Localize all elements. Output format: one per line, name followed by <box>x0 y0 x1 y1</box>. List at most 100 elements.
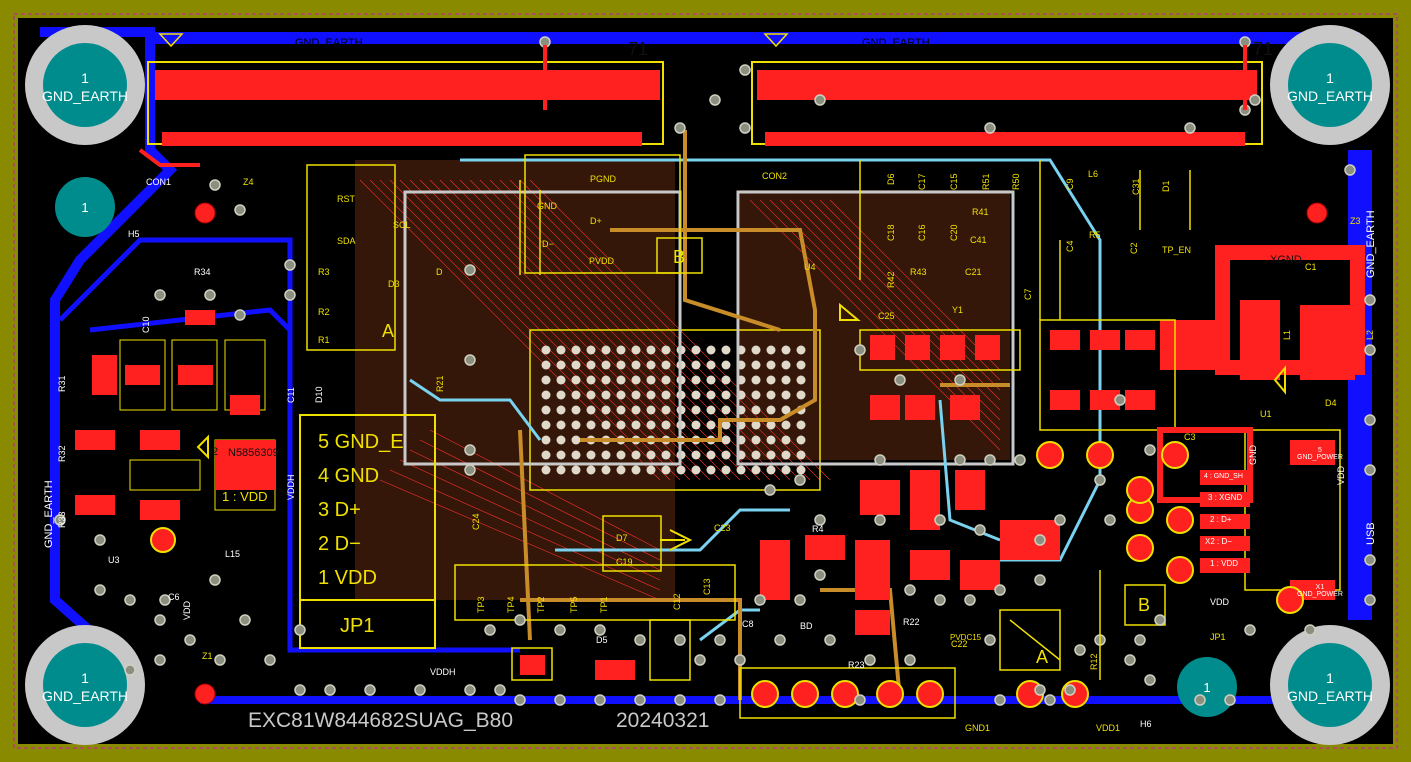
test-point-pad[interactable] <box>916 680 944 708</box>
jp1-pin-1: 1 VDD <box>318 567 377 589</box>
via <box>514 614 526 626</box>
bga-ball <box>736 465 746 475</box>
label-r22: R22 <box>903 617 920 627</box>
label-l1: L1 <box>1282 329 1292 340</box>
label-d10: D10 <box>314 386 324 403</box>
bga-ball <box>601 420 611 430</box>
label-usb-vdd-vertical: VDD <box>1336 465 1346 485</box>
via <box>1034 574 1046 586</box>
connector-con2[interactable] <box>751 61 1263 146</box>
label-c2: C2 <box>1129 242 1139 254</box>
con1-pin-label: 71 <box>628 39 649 59</box>
via <box>754 594 766 606</box>
label-r2: R2 <box>318 307 330 317</box>
test-point-pad[interactable] <box>1161 441 1189 469</box>
via <box>904 654 916 666</box>
bga-ball <box>661 405 671 415</box>
label-z1: Z1 <box>202 651 213 661</box>
label-d: D <box>436 267 443 277</box>
component-cluster-right[interactable] <box>760 245 1365 671</box>
label-z3: Z3 <box>1350 216 1361 226</box>
bga-ball <box>751 465 761 475</box>
test-point-pad[interactable] <box>1166 556 1194 584</box>
via <box>709 94 721 106</box>
bga-ball <box>751 450 761 460</box>
via <box>774 634 786 646</box>
via <box>1364 294 1376 306</box>
bga-ball <box>781 420 791 430</box>
bga-ball <box>631 405 641 415</box>
test-point-pad[interactable] <box>831 680 859 708</box>
label-pgnd: PGND <box>590 174 617 184</box>
via <box>954 374 966 386</box>
component-cluster-bottom[interactable] <box>454 515 956 719</box>
jp1-pin-5: 5 GND_E <box>318 431 404 453</box>
bga-ball <box>631 465 641 475</box>
label-rst: RST <box>337 194 355 204</box>
ic-pin1-label: 1 : VDD <box>222 489 268 504</box>
label-usb-gnd-sh: 4 : GND_SH <box>1204 473 1243 480</box>
bga-ball <box>631 360 641 370</box>
label-r1: R1 <box>318 335 330 345</box>
via <box>154 289 166 301</box>
trace-orange-2 <box>580 228 817 442</box>
test-point-pad[interactable] <box>1036 441 1064 469</box>
bga-ball <box>781 450 791 460</box>
label-r33: R33 <box>57 511 67 528</box>
via <box>594 624 606 636</box>
via <box>1124 654 1136 666</box>
bga-ball <box>796 465 806 475</box>
mounting-hole-top-left <box>25 25 145 145</box>
label-c25: C25 <box>878 311 895 321</box>
connector-con1[interactable] <box>147 61 664 146</box>
via <box>1364 344 1376 356</box>
test-point-pad[interactable] <box>1276 586 1304 614</box>
label-c16: C16 <box>917 224 927 241</box>
bga-ball <box>541 390 551 400</box>
bga-ball <box>661 345 671 355</box>
via <box>464 354 476 366</box>
bga-ball <box>766 345 776 355</box>
bga-ball <box>781 345 791 355</box>
bga-ball <box>646 375 656 385</box>
bga-ball <box>541 405 551 415</box>
silk-block-b <box>656 237 703 274</box>
test-point-pad[interactable] <box>1126 476 1154 504</box>
bga-ball <box>766 420 776 430</box>
test-point-pad[interactable] <box>751 680 779 708</box>
bga-ball <box>571 465 581 475</box>
bga-ball <box>571 390 581 400</box>
board-title: EXC81W844682SUAG_B80 <box>248 709 513 732</box>
via <box>994 694 1006 706</box>
via <box>874 514 886 526</box>
via <box>934 594 946 606</box>
test-point-pad[interactable] <box>876 680 904 708</box>
via <box>204 289 216 301</box>
via <box>514 694 526 706</box>
bga-ball <box>706 375 716 385</box>
via <box>234 309 246 321</box>
label-l2: L2 <box>1365 329 1375 340</box>
mounting-hole-br-number: 1 <box>1326 670 1334 686</box>
label-a: A <box>382 321 395 341</box>
via <box>814 514 826 526</box>
bga-ball <box>691 390 701 400</box>
via <box>814 94 826 106</box>
test-points-bottom[interactable] <box>751 441 1304 708</box>
label-c9: C9 <box>1065 178 1075 190</box>
test-point-pad[interactable] <box>1126 534 1154 562</box>
test-point-pad[interactable] <box>791 680 819 708</box>
bga-ball <box>766 375 776 385</box>
bga-chip[interactable] <box>529 329 821 491</box>
label-r42: R42 <box>886 271 896 288</box>
bga-ball <box>571 345 581 355</box>
bga-ball <box>631 345 641 355</box>
test-point-pad[interactable] <box>1166 506 1194 534</box>
bga-ball <box>556 390 566 400</box>
component-cluster-left[interactable] <box>75 202 1328 705</box>
bga-ball <box>781 390 791 400</box>
test-point-pad[interactable] <box>1086 441 1114 469</box>
mounting-hole-bl-number: 1 <box>81 670 89 686</box>
via <box>1304 624 1316 636</box>
